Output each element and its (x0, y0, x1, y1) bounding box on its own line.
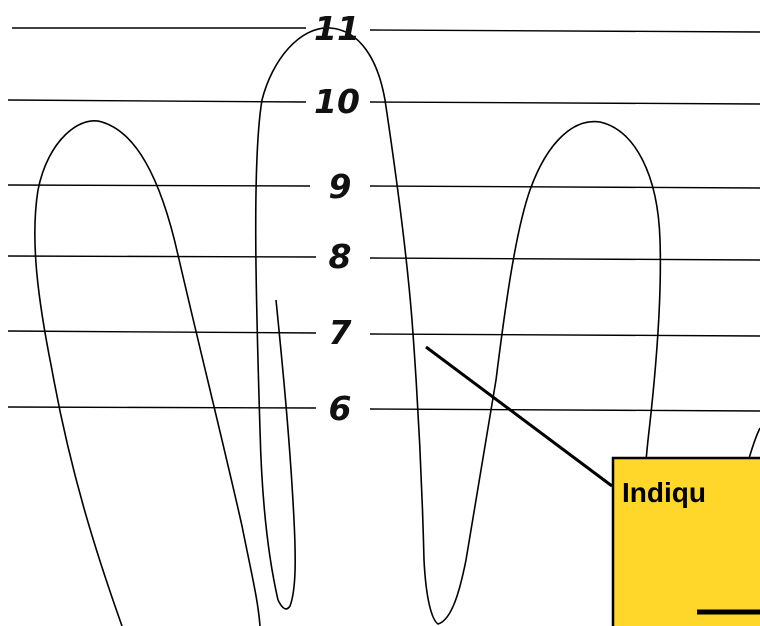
tooth-outlines (34, 27, 760, 626)
gauge-lines (7, 27, 760, 412)
callout-text: Indiqu (622, 477, 706, 508)
callout-box: Indiqu (611, 456, 760, 626)
gauge-line-7-left (7, 330, 317, 334)
callout-background (611, 456, 760, 626)
scale-label-11: 11 (314, 9, 360, 48)
gauge-line-8-left (7, 255, 317, 258)
gauge-line-7-right (369, 333, 760, 337)
scale-label-9: 9 (329, 167, 352, 206)
scale-label-8: 8 (329, 237, 352, 276)
gauge-line-8-right (369, 257, 760, 261)
scale-label-7: 7 (329, 313, 352, 352)
gauge-line-9-right (369, 185, 760, 189)
scale-label-10: 10 (314, 82, 360, 121)
callout-pointer-line (425, 345, 613, 488)
gauge-line-10-right (369, 101, 760, 105)
tooth-outline-center-inner (275, 299, 296, 610)
gauge-line-10-left (7, 99, 307, 103)
scale-labels: 11 10 9 8 7 6 (314, 9, 360, 428)
gauge-line-6-left (7, 406, 317, 409)
tooth-outline-center (254, 27, 497, 625)
gauge-line-11-right (369, 29, 760, 33)
gauge-line-9-left (7, 184, 311, 187)
scale-label-6: 6 (329, 389, 352, 428)
tooth-outline-right (495, 120, 662, 521)
gauge-line-6-right (369, 408, 760, 412)
tooth-outline-left (34, 120, 261, 626)
